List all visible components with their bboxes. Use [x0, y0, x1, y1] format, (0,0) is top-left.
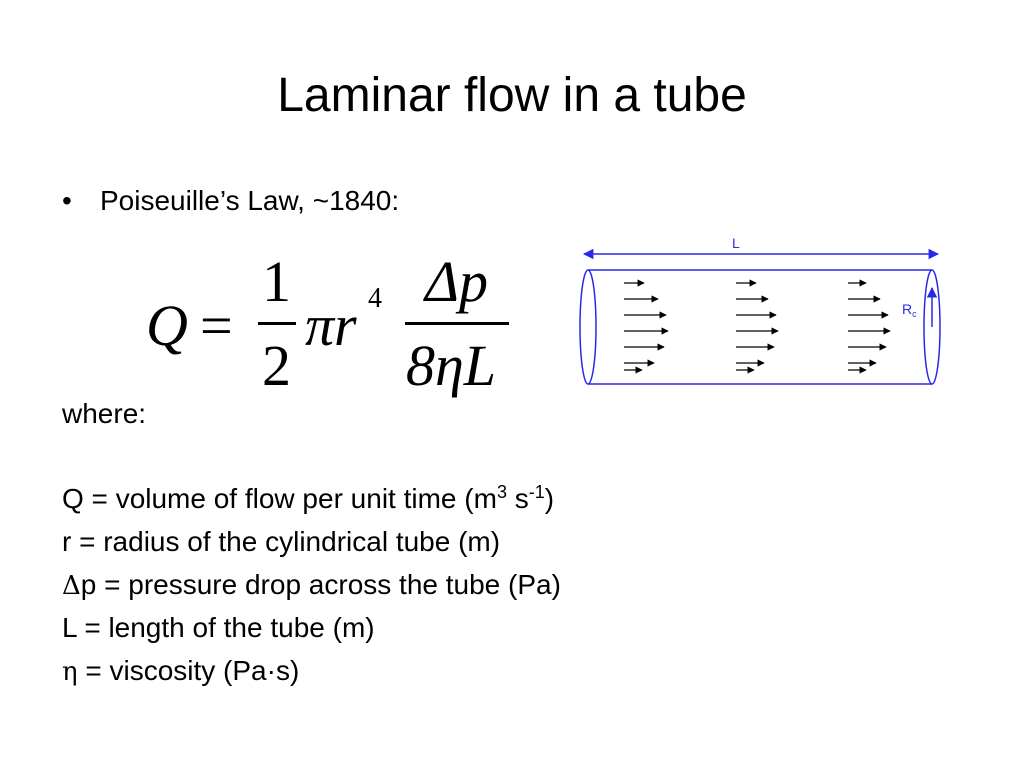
slide-title: Laminar flow in a tube	[277, 69, 747, 122]
formula-q: Q	[146, 293, 188, 358]
formula-exponent: 4	[368, 283, 382, 314]
velocity-profile-3	[848, 279, 891, 374]
formula-num2: Δp	[425, 249, 489, 314]
definition-l: L = length of the tube (m)	[62, 612, 375, 643]
formula-num1: 1	[262, 249, 291, 314]
formula-den1: 2	[262, 333, 291, 398]
where-label: where:	[62, 398, 147, 429]
poiseuille-formula: Q = 1 2 πr 4 Δp 8ηL	[140, 245, 520, 405]
formula-equals: =	[200, 293, 233, 358]
bullet-symbol: •	[62, 185, 72, 216]
definition-r: r = radius of the cylindrical tube (m)	[62, 526, 501, 557]
tube-right-end	[923, 269, 941, 385]
radius-label: Rc	[902, 301, 917, 319]
bullet-text: Poiseuille’s Law, ~1840:	[100, 185, 400, 216]
delta-symbol: Δ	[62, 571, 81, 601]
formula-den2: 8ηL	[406, 333, 497, 398]
bullet-item: • Poiseuille’s Law, ~1840:	[62, 183, 399, 219]
formula-fraction-bar-2	[405, 322, 509, 325]
formula-fraction-bar-1	[258, 322, 296, 325]
eta-symbol: η	[62, 657, 78, 687]
tube-flow-diagram: L Rc	[579, 235, 941, 385]
velocity-profile-2	[736, 279, 779, 374]
definition-q: Q = volume of flow per unit time (m3 s-1…	[62, 482, 555, 514]
velocity-profile-1	[624, 279, 669, 374]
length-label: L	[732, 235, 740, 251]
definition-delta-p: Δp = pressure drop across the tube (Pa)	[62, 569, 561, 601]
tube-left-end	[579, 269, 597, 385]
definition-eta: η = viscosity (Pa·s)	[62, 655, 300, 687]
formula-pi-r: πr	[305, 293, 357, 358]
